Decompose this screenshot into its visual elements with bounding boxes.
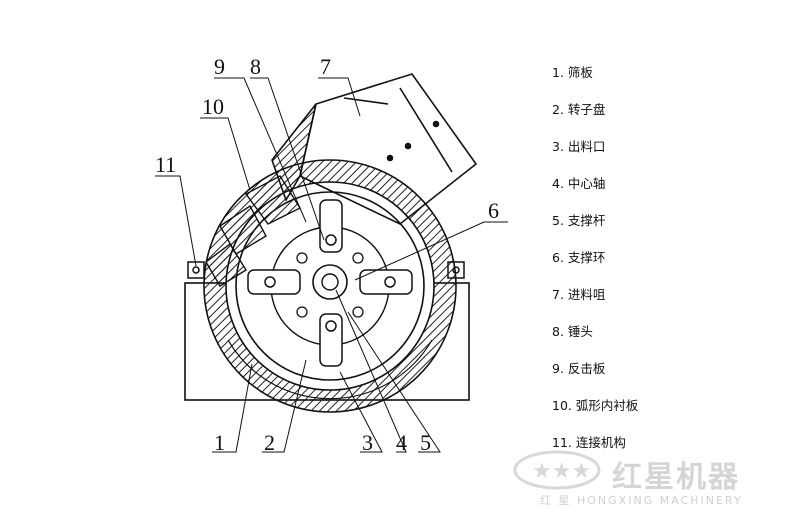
callout-1: 1 bbox=[214, 430, 225, 455]
screen-plate bbox=[227, 339, 433, 400]
callout-4: 4 bbox=[396, 430, 407, 455]
callout-7: 7 bbox=[320, 54, 331, 79]
callout-5: 5 bbox=[420, 430, 431, 455]
legend-item-6: 6. 支撑环 bbox=[552, 250, 606, 265]
connecting-mechanism bbox=[187, 261, 465, 279]
impact-plates bbox=[205, 175, 302, 287]
legend-item-7: 7. 进料咀 bbox=[552, 287, 606, 302]
legend-item-2: 2. 转子盘 bbox=[552, 102, 606, 117]
svg-text:★★★: ★★★ bbox=[532, 459, 591, 484]
legend-item-10: 10. 弧形内衬板 bbox=[552, 398, 639, 413]
legend-item-5: 5. 支撑杆 bbox=[552, 213, 606, 228]
legend-item-9: 9. 反击板 bbox=[552, 361, 606, 376]
callout-labels: 11 10 9 8 7 6 1 2 3 4 5 bbox=[155, 54, 499, 455]
callout-3: 3 bbox=[362, 430, 373, 455]
brand-watermark-en: 红 星 HONGXING MACHINERY bbox=[540, 494, 743, 507]
callout-6: 6 bbox=[488, 198, 499, 223]
center-shaft bbox=[312, 264, 348, 300]
callout-8: 8 bbox=[250, 54, 261, 79]
leader-lines bbox=[155, 77, 508, 453]
legend-item-8: 8. 锤头 bbox=[552, 324, 593, 339]
hammers bbox=[247, 199, 413, 367]
brand-watermark: 红星机器 bbox=[612, 460, 740, 495]
legend-item-3: 3. 出料口 bbox=[552, 139, 606, 154]
legend-item-1: 1. 筛板 bbox=[552, 65, 593, 80]
callout-2: 2 bbox=[264, 430, 275, 455]
callout-11: 11 bbox=[155, 152, 176, 177]
callout-9: 9 bbox=[214, 54, 225, 79]
legend-item-11: 11. 连接机构 bbox=[552, 435, 626, 450]
callout-10: 10 bbox=[202, 94, 224, 119]
legend-item-4: 4. 中心轴 bbox=[552, 176, 606, 191]
brand-logo-icon: ★★★ bbox=[513, 450, 601, 490]
